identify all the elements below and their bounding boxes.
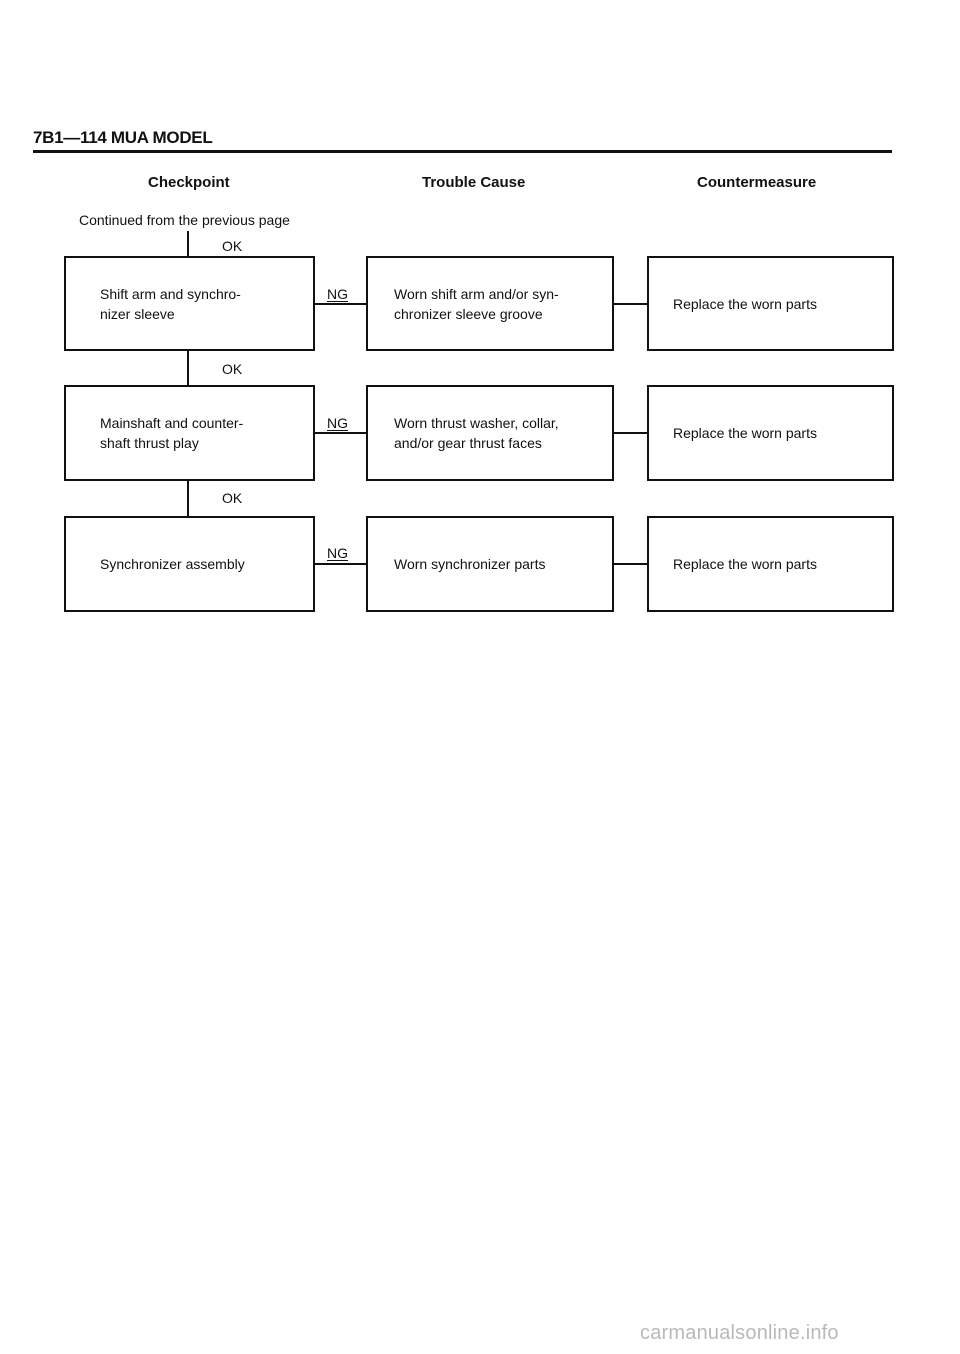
countermeasure-box: Replace the worn parts (647, 256, 894, 351)
countermeasure-box: Replace the worn parts (647, 385, 894, 481)
ok-label: OK (222, 238, 243, 254)
checkpoint-box: Mainshaft and counter- shaft thrust play (64, 385, 315, 481)
cause-connector (612, 303, 649, 305)
ok-label: OK (222, 361, 243, 377)
countermeasure-box: Replace the worn parts (647, 516, 894, 612)
ok-connector (187, 351, 189, 386)
checkpoint-text: Mainshaft and counter- shaft thrust play (100, 415, 244, 451)
ng-connector (313, 432, 368, 434)
countermeasure-text: Replace the worn parts (673, 556, 817, 572)
header-rule (33, 150, 892, 153)
ng-label: NG (327, 545, 348, 561)
ok-label: OK (222, 490, 243, 506)
column-header-countermeasure: Countermeasure (697, 174, 817, 191)
trouble-cause-text: Worn shift arm and/or syn- chronizer sle… (394, 285, 559, 322)
countermeasure-text: Replace the worn parts (673, 425, 817, 441)
column-header-checkpoint: Checkpoint (148, 174, 230, 191)
trouble-cause-box: Worn shift arm and/or syn- chronizer sle… (366, 256, 614, 351)
cause-connector (612, 563, 649, 565)
checkpoint-box: Synchronizer assembly (64, 516, 315, 612)
checkpoint-box: Shift arm and synchro- nizer sleeve (64, 256, 315, 351)
ng-connector (313, 303, 368, 305)
cause-connector (612, 432, 649, 434)
checkpoint-text: Synchronizer assembly (100, 556, 245, 572)
page-header-title: 7B1—114 MUA MODEL (33, 128, 213, 147)
ok-connector (187, 481, 189, 517)
continued-note: Continued from the previous page (79, 212, 290, 228)
ng-label: NG (327, 286, 348, 302)
ng-connector (313, 563, 368, 565)
countermeasure-text: Replace the worn parts (673, 295, 817, 312)
checkpoint-text: Shift arm and synchro- nizer sleeve (100, 285, 241, 322)
trouble-cause-box: Worn thrust washer, collar, and/or gear … (366, 385, 614, 481)
column-header-trouble-cause: Trouble Cause (422, 174, 526, 191)
trouble-cause-box: Worn synchronizer parts (366, 516, 614, 612)
trouble-cause-text: Worn thrust washer, collar, and/or gear … (394, 415, 559, 451)
ok-connector (187, 231, 189, 257)
watermark: carmanualsonline.info (640, 1322, 839, 1344)
ng-label: NG (327, 415, 348, 431)
trouble-cause-text: Worn synchronizer parts (394, 556, 546, 572)
